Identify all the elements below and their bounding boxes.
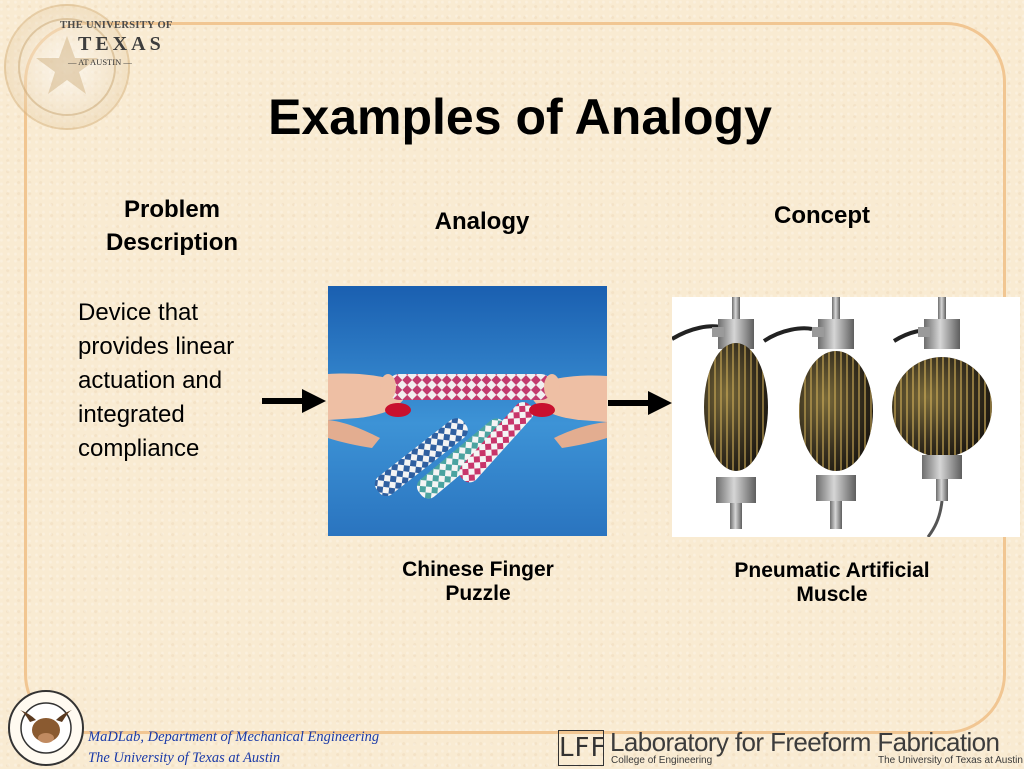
logo-line-2: TEXAS [78,33,165,55]
ut-seal-icon [4,4,130,130]
logo-line-1: THE UNIVERSITY OF [60,20,173,31]
ut-austin-logo: THE UNIVERSITY OF TEXAS — AT AUSTIN — [4,4,172,130]
lff-name: Laboratory for Freeform Fabrication [610,727,1000,757]
slide-title: Examples of Analogy [268,89,772,145]
arrow-right-icon [608,391,672,415]
analogy-caption: Chinese Finger Puzzle [402,558,554,605]
footer-line-1: MaDLab, Department of Mechanical Enginee… [88,729,380,745]
lff-college: College of Engineering [611,755,713,766]
concept-heading: Concept [774,202,870,229]
pneumatic-artificial-muscle-image [672,297,1020,537]
analogy-heading: Analogy [434,208,530,235]
mechanical-engineering-seal-icon [8,690,84,766]
footer-line-2: The University of Texas at Austin [88,750,281,766]
lff-logo: LFF Laboratory for Freeform Fabrication … [558,727,1024,768]
footer-department: MaDLab, Department of Mechanical Enginee… [88,727,379,769]
logo-line-3: — AT AUSTIN — [68,57,132,67]
chinese-finger-puzzle-image [328,286,607,536]
lff-university: The University of Texas at Austin [878,755,1023,766]
arrow-right-icon [262,389,326,413]
problem-description-heading: Problem Description [105,196,239,256]
lff-mark: LFF [558,730,605,766]
concept-caption: Pneumatic Artificial Muscle [734,559,930,606]
problem-description-text: Device that provides linear actuation an… [78,299,235,462]
